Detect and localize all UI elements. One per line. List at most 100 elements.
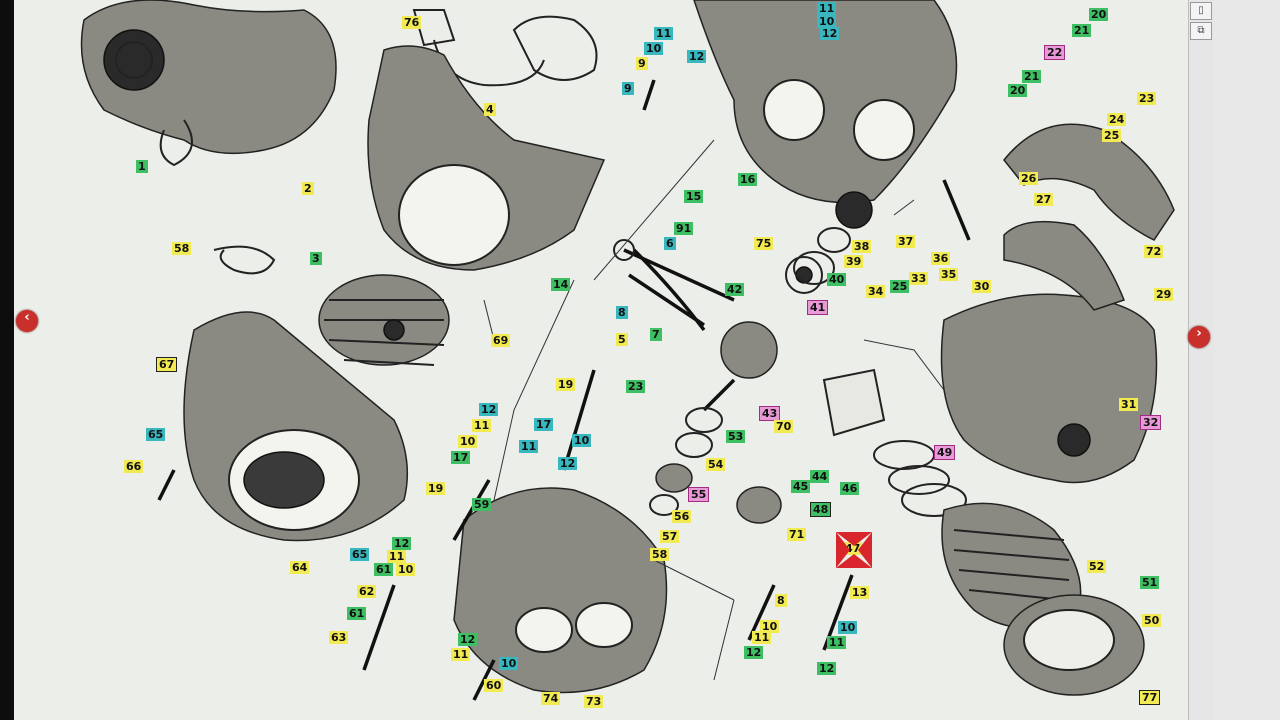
callout-52[interactable]: 52: [1087, 560, 1107, 573]
callout-12[interactable]: 12: [458, 633, 478, 646]
callout-10[interactable]: 10: [458, 435, 478, 448]
callout-43[interactable]: 43: [759, 406, 781, 421]
callout-15[interactable]: 15: [684, 190, 704, 203]
callout-11[interactable]: 11: [451, 648, 471, 661]
next-page-button[interactable]: ›: [1188, 326, 1210, 348]
callout-65[interactable]: 65: [350, 548, 370, 561]
callout-62[interactable]: 62: [357, 585, 377, 598]
callout-61[interactable]: 61: [347, 607, 367, 620]
callout-12[interactable]: 12: [558, 457, 578, 470]
callout-16[interactable]: 16: [738, 173, 758, 186]
callout-24[interactable]: 24: [1107, 113, 1127, 126]
callout-70[interactable]: 70: [774, 420, 794, 433]
callout-10[interactable]: 10: [760, 620, 780, 633]
callout-54[interactable]: 54: [706, 458, 726, 471]
callout-26[interactable]: 26: [1019, 172, 1039, 185]
callout-12[interactable]: 12: [744, 646, 764, 659]
callout-55[interactable]: 55: [688, 487, 710, 502]
callout-8[interactable]: 8: [775, 594, 787, 607]
callout-14[interactable]: 14: [551, 278, 571, 291]
callout-25[interactable]: 25: [1102, 129, 1122, 142]
callout-69[interactable]: 69: [491, 334, 511, 347]
callout-75[interactable]: 75: [754, 237, 774, 250]
callout-63[interactable]: 63: [329, 631, 349, 644]
callout-11[interactable]: 11: [472, 419, 492, 432]
callout-64[interactable]: 64: [290, 561, 310, 574]
callout-34[interactable]: 34: [866, 285, 886, 298]
callout-56[interactable]: 56: [672, 510, 692, 523]
prev-page-button[interactable]: ‹: [16, 310, 38, 332]
callout-1[interactable]: 1: [136, 160, 148, 173]
callout-20[interactable]: 20: [1008, 84, 1028, 97]
callout-33[interactable]: 33: [909, 272, 929, 285]
callout-66[interactable]: 66: [124, 460, 144, 473]
callout-17[interactable]: 17: [534, 418, 554, 431]
callout-10[interactable]: 10: [644, 42, 664, 55]
callout-45[interactable]: 45: [791, 480, 811, 493]
callout-17[interactable]: 17: [451, 451, 471, 464]
callout-11[interactable]: 11: [519, 440, 539, 453]
callout-6[interactable]: 6: [664, 237, 676, 250]
callout-49[interactable]: 49: [934, 445, 956, 460]
callout-4[interactable]: 4: [484, 103, 496, 116]
callout-23[interactable]: 23: [1137, 92, 1157, 105]
callout-59[interactable]: 59: [472, 498, 492, 511]
scroll-top-button[interactable]: ▯: [1190, 2, 1212, 20]
callout-11[interactable]: 11: [752, 631, 772, 644]
callout-32[interactable]: 32: [1140, 415, 1162, 430]
callout-77[interactable]: 77: [1139, 690, 1161, 705]
callout-60[interactable]: 60: [484, 679, 504, 692]
callout-48[interactable]: 48: [810, 502, 832, 517]
callout-12[interactable]: 12: [392, 537, 412, 550]
callout-57[interactable]: 57: [660, 530, 680, 543]
callout-10[interactable]: 10: [499, 657, 519, 670]
callout-50[interactable]: 50: [1142, 614, 1162, 627]
callout-74[interactable]: 74: [541, 692, 561, 705]
callout-25[interactable]: 25: [890, 280, 910, 293]
callout-9[interactable]: 9: [636, 57, 648, 70]
callout-12[interactable]: 12: [687, 50, 707, 63]
callout-58[interactable]: 58: [172, 242, 192, 255]
callout-23[interactable]: 23: [626, 380, 646, 393]
callout-12[interactable]: 12: [479, 403, 499, 416]
callout-41[interactable]: 41: [807, 300, 829, 315]
callout-5[interactable]: 5: [616, 333, 628, 346]
callout-42[interactable]: 42: [725, 283, 745, 296]
callout-29[interactable]: 29: [1154, 288, 1174, 301]
callout-12[interactable]: 12: [820, 27, 840, 40]
callout-12[interactable]: 12: [817, 662, 837, 675]
callout-21[interactable]: 21: [1022, 70, 1042, 83]
callout-10[interactable]: 10: [817, 15, 837, 28]
callout-71[interactable]: 71: [787, 528, 807, 541]
callout-44[interactable]: 44: [810, 470, 830, 483]
callout-58[interactable]: 58: [650, 548, 670, 561]
callout-19[interactable]: 19: [556, 378, 576, 391]
callout-10[interactable]: 10: [838, 621, 858, 634]
callout-51[interactable]: 51: [1140, 576, 1160, 589]
callout-36[interactable]: 36: [931, 252, 951, 265]
callout-76[interactable]: 76: [402, 16, 422, 29]
callout-39[interactable]: 39: [844, 255, 864, 268]
callout-8[interactable]: 8: [616, 306, 628, 319]
callout-53[interactable]: 53: [726, 430, 746, 443]
callout-27[interactable]: 27: [1034, 193, 1054, 206]
callout-11[interactable]: 11: [387, 550, 407, 563]
callout-67[interactable]: 67: [156, 357, 178, 372]
callout-31[interactable]: 31: [1119, 398, 1139, 411]
callout-19[interactable]: 19: [426, 482, 446, 495]
callout-38[interactable]: 38: [852, 240, 872, 253]
callout-35[interactable]: 35: [939, 268, 959, 281]
callout-61[interactable]: 61: [374, 563, 394, 576]
callout-3[interactable]: 3: [310, 252, 322, 265]
callout-46[interactable]: 46: [840, 482, 860, 495]
callout-22[interactable]: 22: [1044, 45, 1066, 60]
callout-13[interactable]: 13: [850, 586, 870, 599]
scroll-page-button[interactable]: ⧉: [1190, 22, 1212, 40]
vertical-scrollbar[interactable]: [1188, 0, 1215, 720]
callout-11[interactable]: 11: [654, 27, 674, 40]
callout-21[interactable]: 21: [1072, 24, 1092, 37]
callout-91[interactable]: 91: [674, 222, 694, 235]
callout-65[interactable]: 65: [146, 428, 166, 441]
callout-2[interactable]: 2: [302, 182, 314, 195]
callout-37[interactable]: 37: [896, 235, 916, 248]
